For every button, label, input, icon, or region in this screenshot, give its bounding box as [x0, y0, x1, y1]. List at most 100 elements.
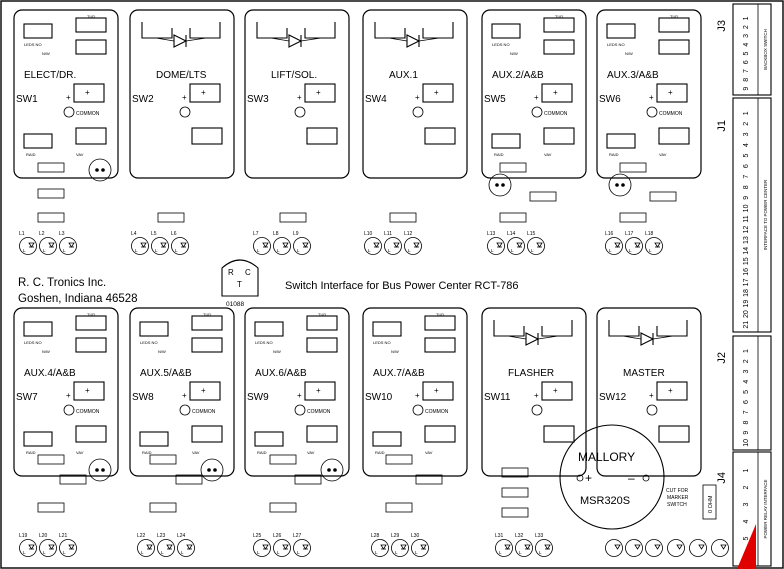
- pad-label-leds: LEDS NO: [373, 340, 391, 345]
- cut-note-1: CUT FOR: [666, 488, 689, 494]
- pin-number: 3: [743, 132, 750, 136]
- plus-pad-label: +: [201, 88, 206, 97]
- breaker-minus-terminal: [642, 474, 650, 482]
- led-pin-label: L: [23, 248, 26, 253]
- cut-note-2: MARKER: [667, 495, 689, 501]
- pin-number: 18: [743, 289, 750, 297]
- led-pin-label: L: [175, 248, 178, 253]
- led-label: L12: [404, 231, 413, 237]
- plus-sign: +: [66, 93, 71, 102]
- plus-sign: +: [534, 93, 539, 102]
- led-extra: [689, 539, 707, 557]
- rct-logo: R C T 01088: [221, 259, 259, 308]
- pad-label-leds: LEDS NO: [607, 42, 625, 47]
- led-pin-label: L: [43, 248, 46, 253]
- led-label: L4: [131, 231, 137, 237]
- common-label: COMMON: [425, 409, 449, 415]
- led-pin-label: L: [395, 550, 398, 555]
- led-pin-label: L: [649, 248, 652, 253]
- maker-address: Goshen, Indiana 46528: [18, 293, 138, 305]
- pad-label-tud: TUD: [87, 312, 95, 317]
- common-label: COMMON: [307, 409, 331, 415]
- pad-label-tud: TUD: [436, 312, 444, 317]
- plus-sign: +: [297, 391, 302, 400]
- led-extra: [605, 539, 623, 557]
- plus-pad-label: +: [434, 386, 439, 395]
- pin-number: 13: [743, 236, 750, 244]
- led-l4: LL4: [131, 231, 149, 255]
- pad-label-tud: TUD: [670, 14, 678, 19]
- pin-number: 4: [743, 43, 750, 47]
- transistor: [200, 458, 224, 482]
- pin-number: 8: [743, 420, 750, 424]
- led-pin-label: L: [161, 550, 164, 555]
- led-pin-label: L: [63, 550, 66, 555]
- logo-letter-c: C: [245, 268, 251, 277]
- resistor: [294, 474, 322, 485]
- led-pin-label: L: [63, 248, 66, 253]
- switch-bay-sw3: LIFT/SOL.SW3++: [244, 9, 350, 179]
- transistor: [320, 458, 344, 482]
- led-l2: LL2: [39, 231, 57, 255]
- led-label: L27: [293, 533, 302, 539]
- breaker-model: MSR320S: [580, 495, 630, 507]
- plus-pad-label: +: [668, 88, 673, 97]
- connector-j1: J1123456789101112131415161718192021INTER…: [716, 97, 772, 333]
- pin-number: 2: [743, 485, 750, 489]
- led-label: L24: [177, 533, 186, 539]
- pin-number: 21: [743, 321, 750, 329]
- pin-number: 10: [743, 439, 750, 447]
- resistor: [499, 212, 527, 223]
- led-pin-label: L: [609, 248, 612, 253]
- plus-pad-label: +: [553, 88, 558, 97]
- plus-sign: +: [649, 391, 654, 400]
- zero-ohm-label: 0 OHM: [708, 495, 714, 513]
- led-label: L6: [171, 231, 177, 237]
- led-label: L25: [253, 533, 262, 539]
- switch-label-sw9: AUX.6/A&B: [255, 368, 307, 379]
- pad-label-raid: RAID: [142, 450, 152, 455]
- pad-label-tud: TUD: [555, 14, 563, 19]
- resistor: [619, 162, 647, 173]
- pad-label-vav: VAV: [76, 152, 84, 157]
- led-pin-label: L: [297, 248, 300, 253]
- board-title: Switch Interface for Bus Power Center RC…: [285, 280, 519, 292]
- led-label: L19: [19, 533, 28, 539]
- resistor: [37, 188, 65, 199]
- zero-ohm-jumper: 0 OHM: [702, 484, 717, 520]
- resistor: [415, 474, 443, 485]
- led-pin-label: L: [43, 550, 46, 555]
- connector-caption-j1: INTERFACE TO POWER CENTER: [763, 179, 768, 250]
- common-label: COMMON: [76, 409, 100, 415]
- led-label: L33: [535, 533, 544, 539]
- common-label: COMMON: [76, 111, 100, 117]
- pad-label-nw: N/W: [42, 51, 50, 56]
- resistor: [389, 212, 417, 223]
- plus-pad-label: +: [434, 88, 439, 97]
- common-label: COMMON: [544, 111, 568, 117]
- switch-id-sw10: SW10: [365, 392, 393, 403]
- pin-number: 5: [743, 154, 750, 158]
- pad-label-nw: N/W: [391, 349, 399, 354]
- pad-label-leds: LEDS NO: [492, 42, 510, 47]
- pin-number: 17: [743, 278, 750, 286]
- resistor: [529, 191, 557, 202]
- switch-label-sw4: AUX.1: [389, 70, 418, 81]
- pad-label-vav: VAV: [76, 450, 84, 455]
- led-array: LL1LL2LL3LL4LL5LL6LL7LL8LL9LL10LL11LL12L…: [19, 158, 729, 557]
- resistor: [269, 502, 297, 513]
- switch-label-sw8: AUX.5/A&B: [140, 368, 192, 379]
